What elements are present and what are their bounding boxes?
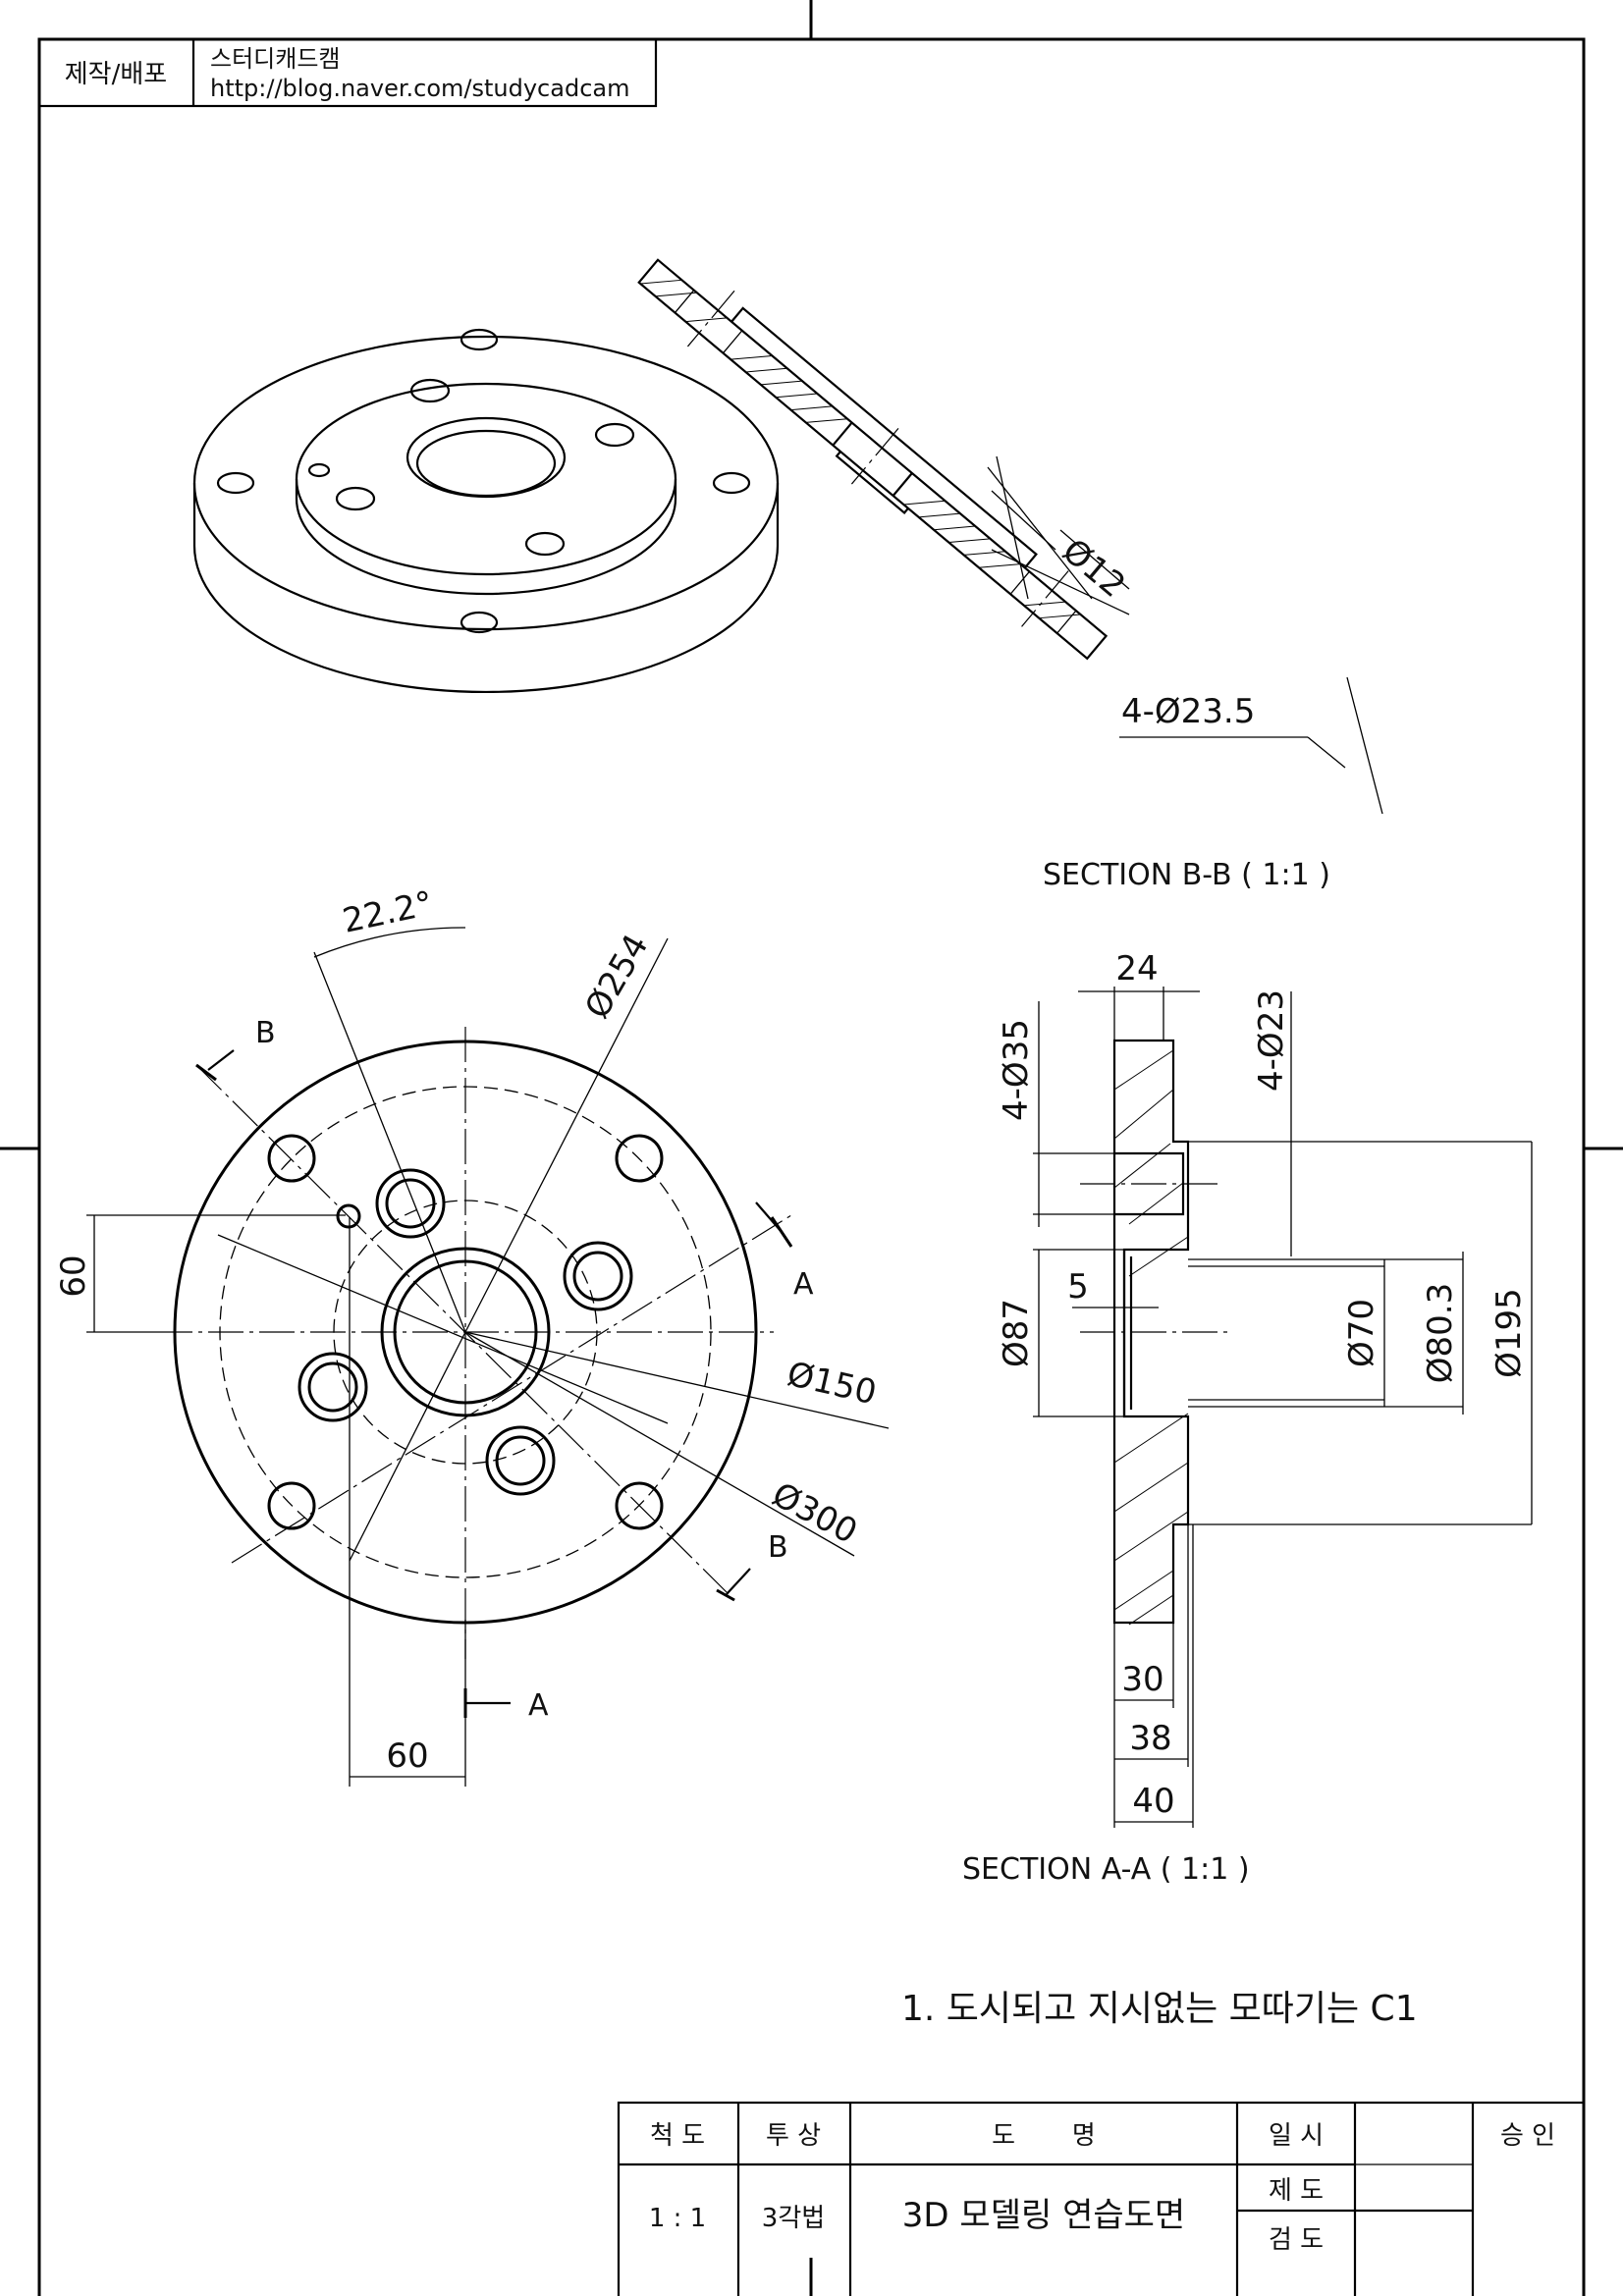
section-aa-title: SECTION A-A ( 1:1 ) xyxy=(962,1852,1250,1887)
section-aa-view: 24 4-Ø35 4-Ø23 Ø87 5 Ø70 Ø80.3 Ø195 30 3… xyxy=(962,949,1533,1887)
distribution-label: 제작/배포 xyxy=(65,60,167,89)
header-box: 제작/배포 스터디캐드캠 http://blog.naver.com/study… xyxy=(37,37,658,108)
width-38-dim: 38 xyxy=(1129,1719,1171,1758)
svg-text:B: B xyxy=(255,1016,276,1050)
checked-by-label: 검 도 xyxy=(1269,2225,1324,2255)
isometric-view xyxy=(192,328,780,694)
blog-url: http://blog.naver.com/studycadcam xyxy=(210,75,629,102)
projection-label: 투 상 xyxy=(766,2121,821,2151)
section-bb-view: Ø12 4-Ø23.5 SECTION B-B ( 1:1 ) xyxy=(637,258,1383,892)
brand-name: 스터디캐드캠 xyxy=(210,45,340,73)
scale-value: 1 : 1 xyxy=(649,2204,706,2233)
holes-23-dim: 4-Ø23 xyxy=(1252,989,1291,1092)
scale-label: 척 도 xyxy=(650,2121,705,2151)
section-arrow-b: B B xyxy=(195,1016,788,1602)
hole-pattern-dim: 4-Ø23.5 xyxy=(1121,692,1255,731)
horizontal-60-dim: 60 xyxy=(386,1736,428,1776)
projection-value: 3각법 xyxy=(762,2204,825,2233)
svg-text:A: A xyxy=(793,1267,814,1302)
drawing-name-value: 3D 모델링 연습도면 xyxy=(902,2196,1185,2235)
title-block: 척 도 1 : 1 투 상 3각법 도 명 3D 모델링 연습도면 일 시 제 … xyxy=(617,2101,1586,2296)
svg-text:A: A xyxy=(528,1688,549,1723)
bolt-holes xyxy=(267,1134,664,1530)
angle-dim: 22.2° xyxy=(340,883,437,940)
approval-label: 승 인 xyxy=(1500,2121,1555,2151)
width-24-dim: 24 xyxy=(1115,949,1158,988)
section-aa-hatch xyxy=(1113,1049,1189,1626)
depth-5-dim: 5 xyxy=(1067,1267,1089,1307)
drawing-name-label: 도 명 xyxy=(992,2121,1096,2151)
dia-195-dim: Ø195 xyxy=(1489,1288,1529,1378)
bolt-hole-dim: Ø12 xyxy=(1055,531,1132,606)
holes-35-dim: 4-Ø35 xyxy=(997,1019,1036,1121)
section-bb-hatch xyxy=(640,279,1081,619)
chamfer-note: 1. 도시되고 지시없는 모따기는 C1 xyxy=(901,1989,1418,2029)
svg-text:B: B xyxy=(768,1530,788,1565)
drawn-by-label: 제 도 xyxy=(1269,2176,1324,2206)
date-label: 일 시 xyxy=(1269,2121,1324,2151)
dia-70-dim: Ø70 xyxy=(1342,1299,1381,1367)
dia-80-3-dim: Ø80.3 xyxy=(1421,1283,1460,1383)
front-view: 22.2° Ø254 Ø150 Ø300 60 60 A A B B xyxy=(54,883,890,1787)
section-bb-title: SECTION B-B ( 1:1 ) xyxy=(1043,858,1330,892)
dia-87-dim: Ø87 xyxy=(997,1299,1036,1367)
counterbored-holes xyxy=(298,1168,633,1496)
width-40-dim: 40 xyxy=(1132,1782,1174,1821)
bore-150-dim: Ø150 xyxy=(784,1355,880,1414)
section-arrow-a: A A xyxy=(463,1201,814,1723)
vertical-60-dim: 60 xyxy=(54,1255,93,1297)
pcd-254-dim: Ø254 xyxy=(577,928,656,1025)
width-30-dim: 30 xyxy=(1121,1660,1163,1699)
